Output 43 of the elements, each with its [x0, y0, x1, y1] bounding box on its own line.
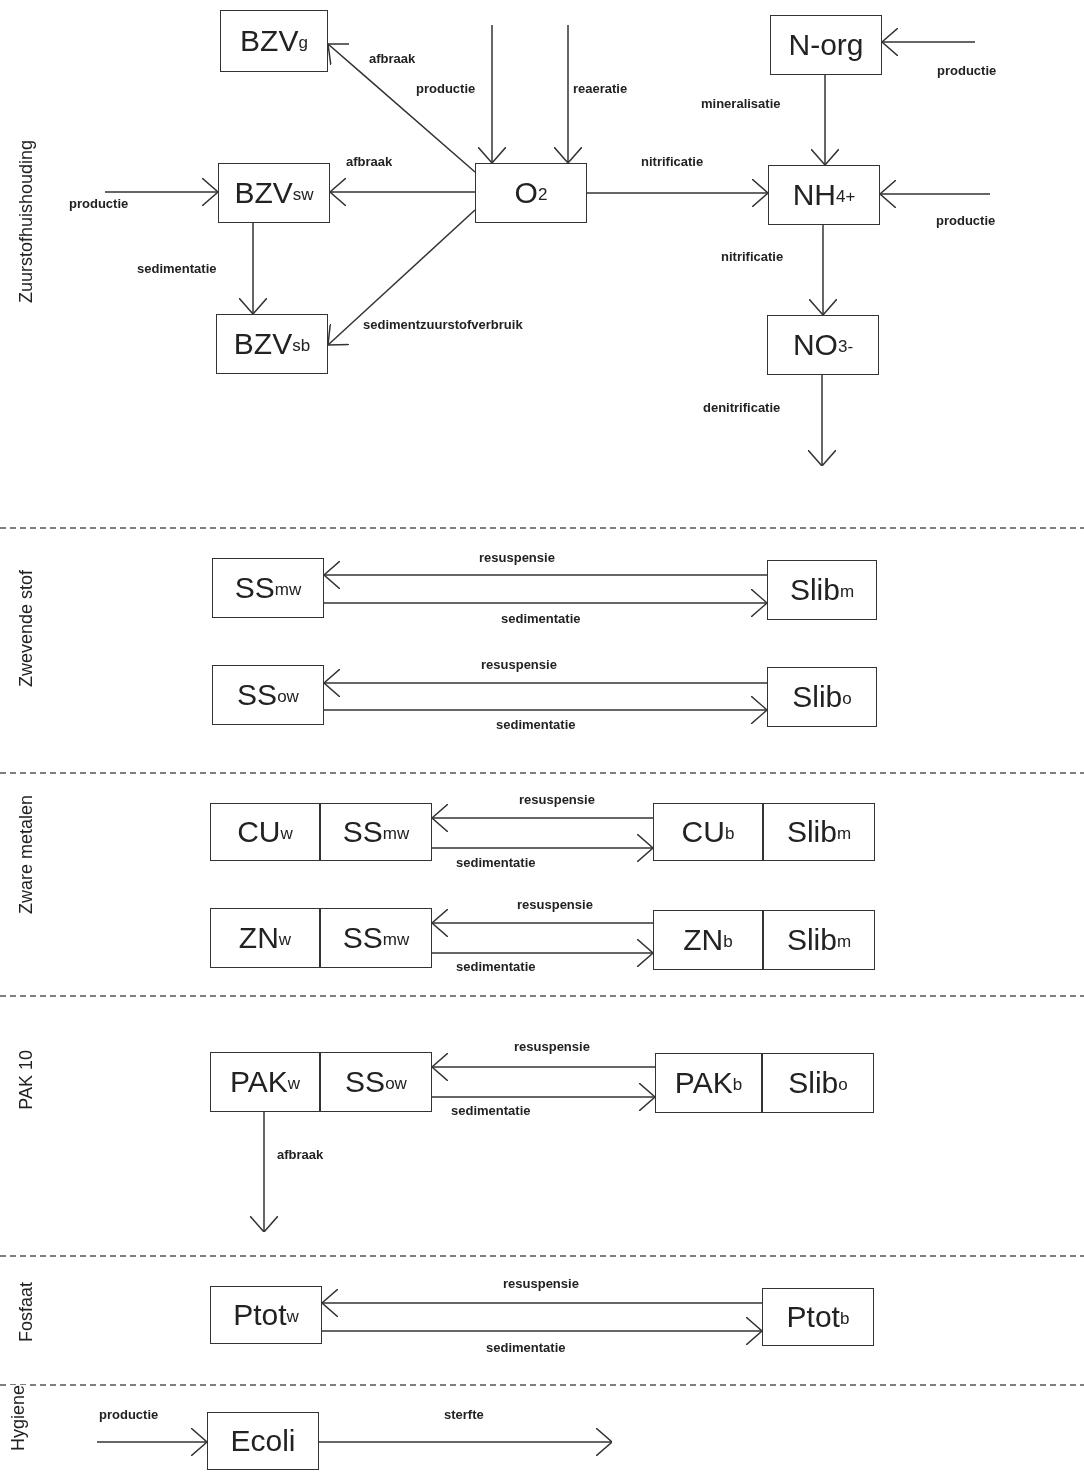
- arrow: [323, 588, 768, 618]
- arrow: [96, 1427, 208, 1457]
- arrow: [327, 209, 476, 346]
- arrow: [323, 695, 768, 725]
- section-label: Zuurstofhuishouding: [16, 140, 37, 304]
- arrow: [318, 1427, 613, 1457]
- edge-label: resuspensie: [518, 793, 596, 808]
- arrow: [808, 224, 838, 316]
- arrow: [431, 1052, 656, 1082]
- edge-label: productie: [415, 82, 477, 97]
- arrow: [238, 222, 268, 315]
- arrow: [881, 27, 976, 57]
- edge-label: productie: [68, 197, 130, 212]
- arrow: [431, 833, 654, 863]
- arrow: [431, 908, 654, 938]
- edge-label: productie: [98, 1408, 160, 1423]
- arrow: [477, 24, 507, 164]
- edge-label: productie: [936, 64, 998, 79]
- arrow: [329, 177, 476, 207]
- arrow: [323, 668, 768, 698]
- edge-label: resuspensie: [516, 898, 594, 913]
- edge-label: productie: [935, 214, 997, 229]
- arrow: [431, 803, 654, 833]
- arrow: [321, 1316, 763, 1346]
- section-label: Hygiene: [8, 1385, 29, 1452]
- arrow: [807, 374, 837, 467]
- arrow: [431, 1082, 656, 1112]
- arrow: [810, 74, 840, 166]
- edge-label: resuspensie: [502, 1277, 580, 1292]
- arrow: [249, 1111, 279, 1233]
- edge-label: resuspensie: [480, 658, 558, 673]
- arrow: [879, 179, 991, 209]
- arrow: [586, 178, 769, 208]
- edge-label: resuspensie: [478, 551, 556, 566]
- arrow: [327, 43, 476, 173]
- edge-label: resuspensie: [513, 1040, 591, 1055]
- arrow: [104, 177, 219, 207]
- arrow: [321, 1288, 763, 1318]
- state-box: Ecoli: [207, 1412, 319, 1470]
- arrow: [553, 24, 583, 164]
- arrow: [431, 938, 654, 968]
- arrow: [323, 560, 768, 590]
- state-box: N-org: [770, 15, 882, 75]
